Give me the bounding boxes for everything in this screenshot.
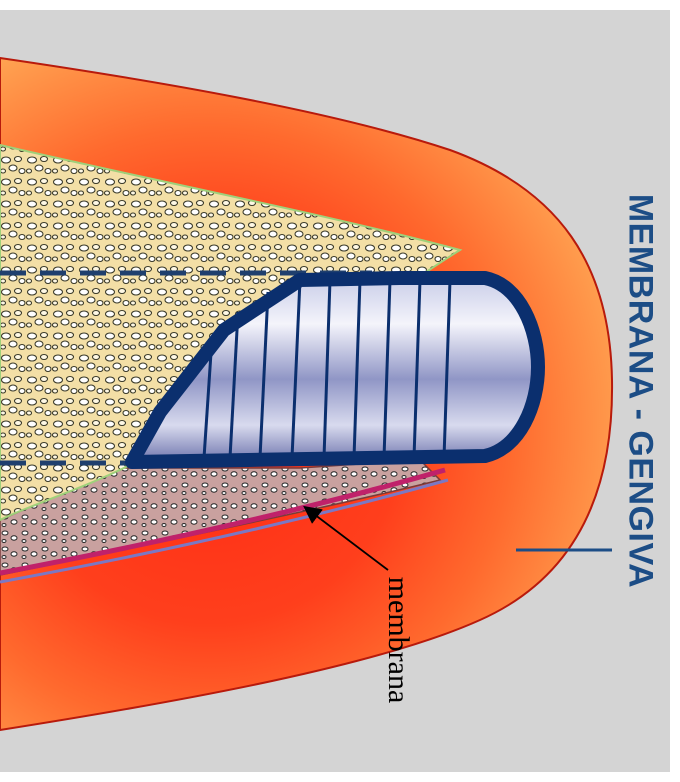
diagram-title: MEMBRANA - GENGIVA (621, 194, 660, 588)
membrane-label: membrana (381, 577, 415, 704)
